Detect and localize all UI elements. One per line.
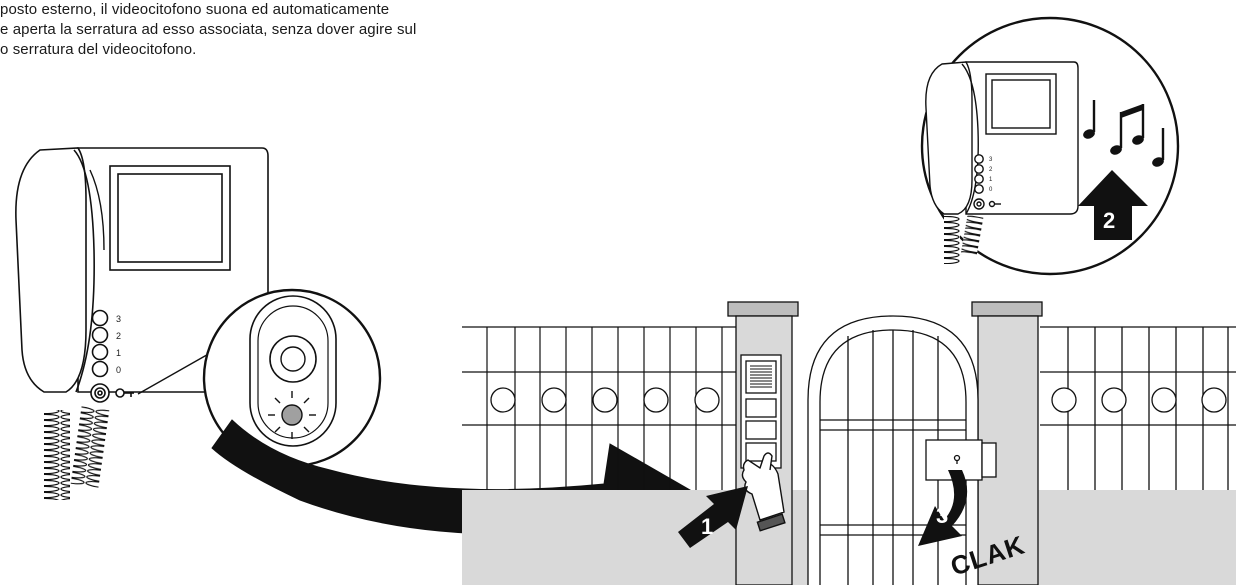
fence-right [1040, 327, 1236, 490]
button-label-3: 3 [116, 314, 121, 324]
button-label-0: 0 [116, 365, 121, 375]
fence-left [462, 327, 736, 490]
step-3-label: 3 [936, 503, 948, 528]
button-label-1: 1 [116, 348, 121, 358]
button-label-2: 2 [116, 331, 121, 341]
step-1-label: 1 [701, 514, 713, 539]
gate-scene [462, 302, 1236, 585]
ringing-monitor-callout [922, 18, 1178, 274]
entry-panel [741, 355, 781, 468]
lit-button [282, 405, 302, 425]
step-2-label: 2 [1103, 208, 1115, 233]
